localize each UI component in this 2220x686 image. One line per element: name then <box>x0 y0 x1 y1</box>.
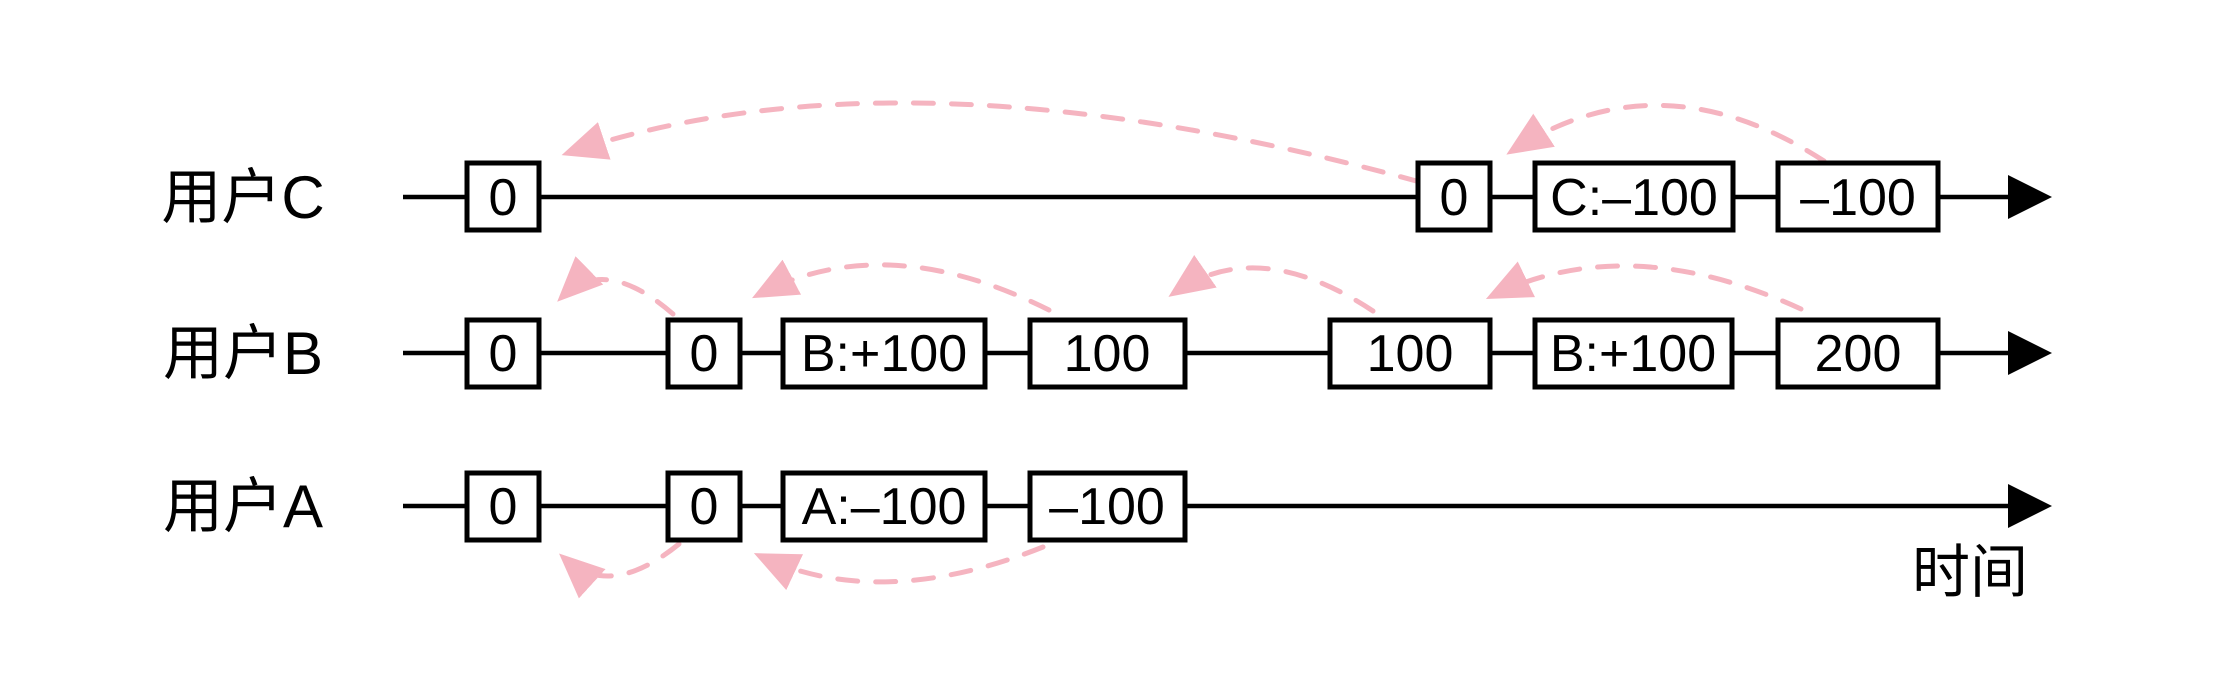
event-box <box>1532 160 1736 233</box>
event-label: 100 <box>1367 325 1454 383</box>
lane-userB: 用户B 0 0 B:+100 100 100 B:+100 200 <box>163 254 2052 390</box>
event-box <box>780 470 988 543</box>
event-box <box>1775 160 1941 233</box>
timeline-arrowhead-icon <box>2008 331 2052 375</box>
causal-arrow-C4-to-C2 <box>1506 102 1827 164</box>
event-label: 0 <box>489 325 518 383</box>
event-box <box>464 160 542 233</box>
event-box <box>1775 317 1941 390</box>
event-label: 200 <box>1815 325 1902 383</box>
causal-arrow-B4-to-B2 <box>752 259 1052 313</box>
event-label: B:+100 <box>801 325 967 383</box>
lane-label-userA: 用户A <box>163 473 323 540</box>
event-label: B:+100 <box>1550 325 1716 383</box>
lane-label-userB: 用户B <box>163 320 323 387</box>
event-label: C:–100 <box>1550 169 1718 227</box>
event-label: 0 <box>489 478 518 536</box>
event-label: –100 <box>1049 478 1165 536</box>
event-label: A:–100 <box>802 478 967 536</box>
event-box <box>1532 317 1735 390</box>
causal-arrow-B2-to-B1 <box>557 256 676 317</box>
event-box <box>1027 317 1188 390</box>
lane-label-userC: 用户C <box>161 164 324 231</box>
causal-arrow-B5-to-B4 <box>1168 254 1376 314</box>
event-box <box>1327 317 1493 390</box>
event-box <box>780 317 988 390</box>
causal-arrow-C2-to-C1 <box>561 100 1423 185</box>
causal-arrow-B7-to-B5 <box>1485 261 1804 312</box>
event-label: 0 <box>1440 169 1469 227</box>
timeline-arrowhead-icon <box>2008 175 2052 219</box>
event-label: 0 <box>690 478 719 536</box>
event-label: –100 <box>1800 169 1916 227</box>
event-box <box>464 470 542 543</box>
causal-arrow-A4-to-A2 <box>753 544 1046 591</box>
event-label: 100 <box>1064 325 1151 383</box>
event-label: 0 <box>489 169 518 227</box>
timeline-arrowhead-icon <box>2008 484 2052 528</box>
event-box <box>665 317 743 390</box>
lane-userC: 用户C 0 0 C:–100 –100 <box>161 100 2052 233</box>
event-box <box>1415 160 1493 233</box>
event-label: 0 <box>690 325 719 383</box>
event-box <box>665 470 743 543</box>
event-box <box>1027 470 1188 543</box>
lane-userA: 用户A 0 0 A:–100 –100 时间 <box>163 470 2052 605</box>
causal-arrow-A2-to-A1 <box>559 541 682 599</box>
event-box <box>464 317 542 390</box>
time-axis-label: 时间 <box>1912 540 2028 605</box>
